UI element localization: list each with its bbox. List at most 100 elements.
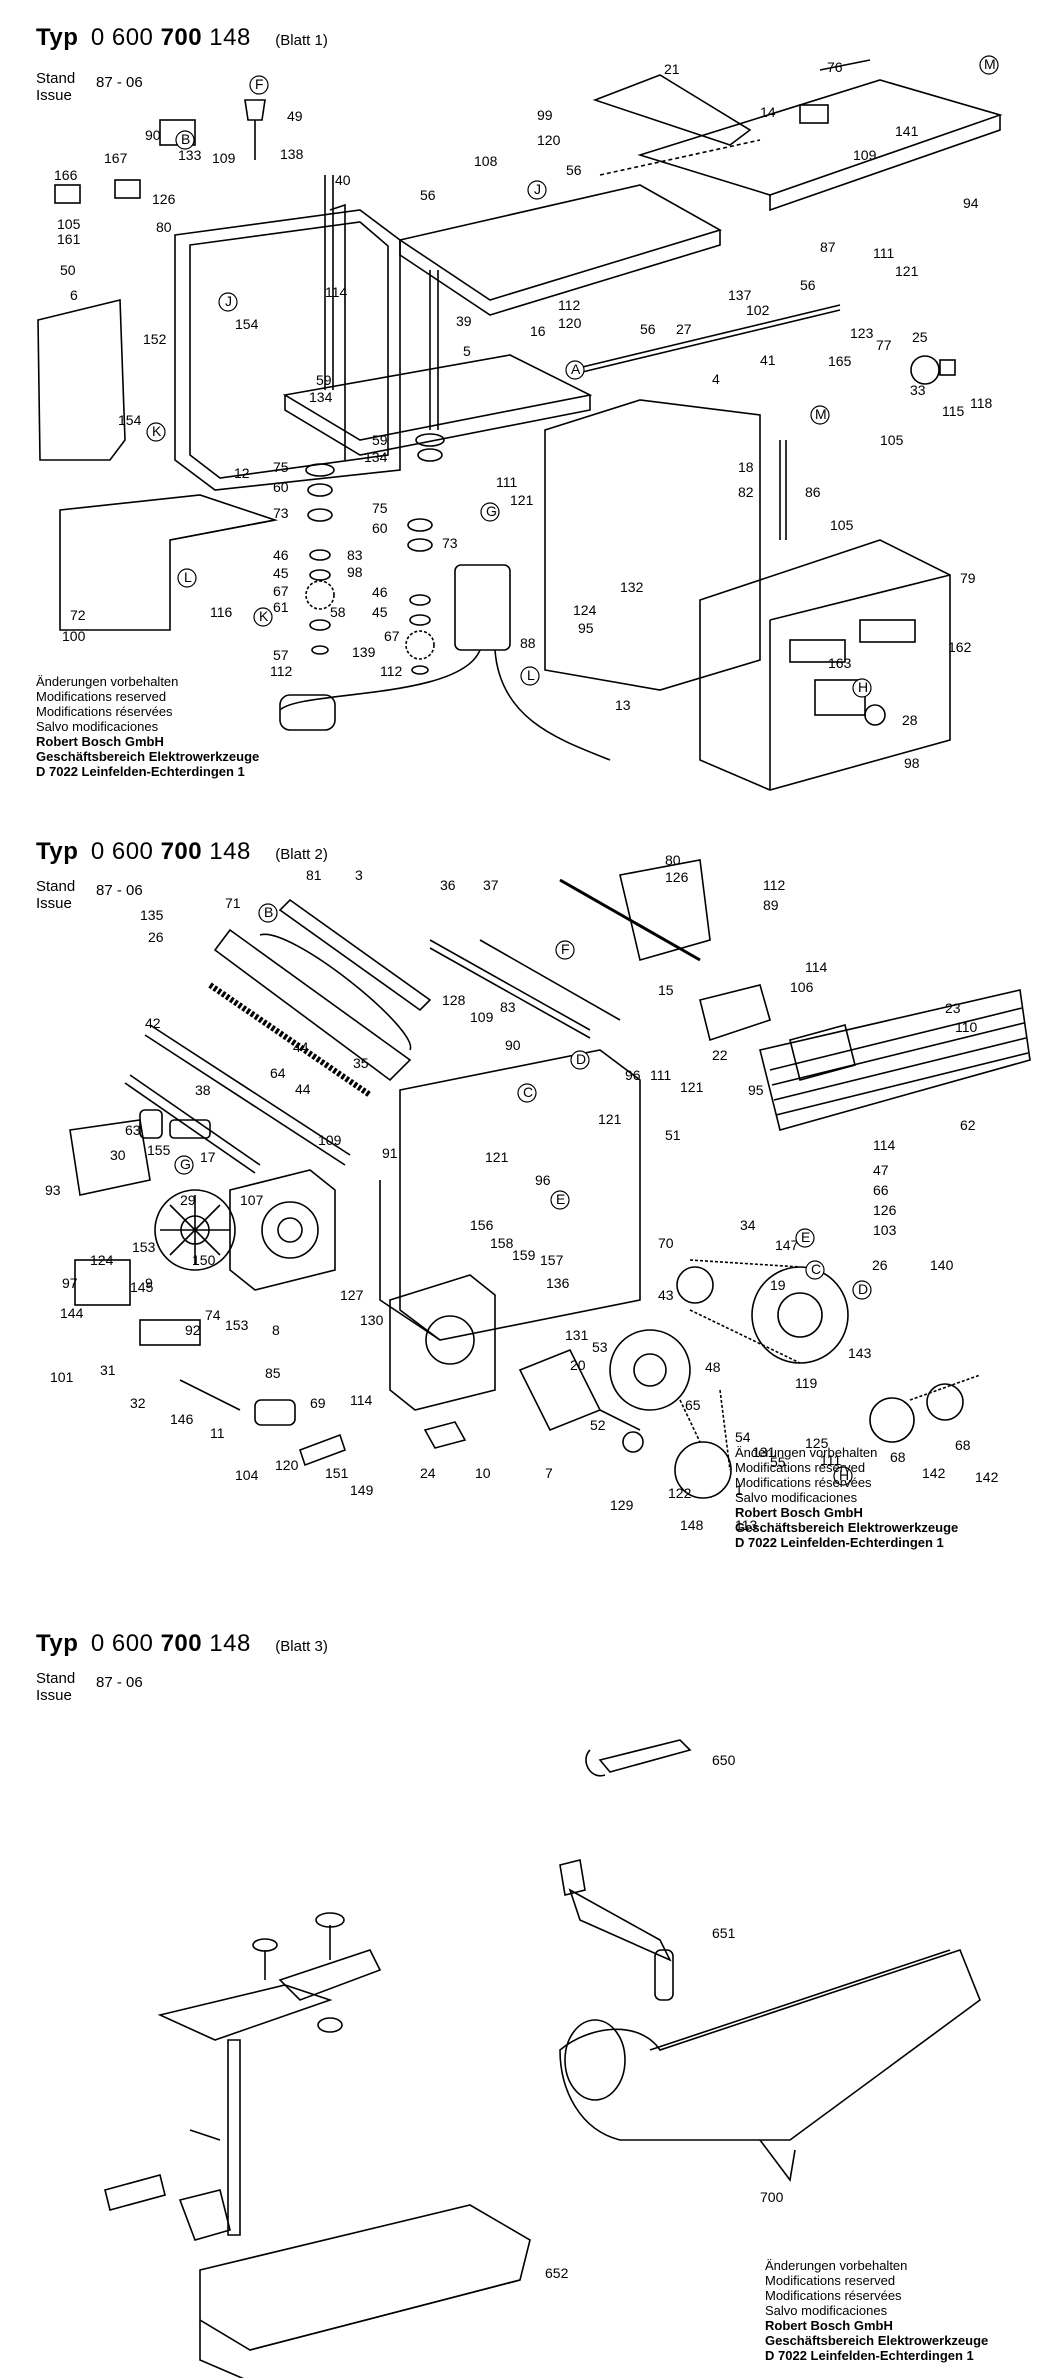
part-label: 147 xyxy=(775,1237,799,1253)
part-label: 87 xyxy=(820,239,836,255)
reference-markers-sheet-2 xyxy=(174,903,872,1486)
typ-label: Typ xyxy=(36,1630,79,1657)
part-label: 111 xyxy=(820,1452,841,1468)
part-label: 48 xyxy=(705,1359,721,1375)
part-label: 53 xyxy=(592,1339,608,1355)
svg-text:E: E xyxy=(801,1229,810,1245)
svg-text:K: K xyxy=(152,423,162,439)
note-line-3: Modifications réservées xyxy=(36,704,173,719)
part-label: 82 xyxy=(738,484,754,500)
part-label: 109 xyxy=(318,1132,342,1148)
blatt-label: (Blatt 3) xyxy=(275,1638,328,1655)
part-label: 127 xyxy=(340,1287,364,1303)
typ-number-prefix: 0 600 xyxy=(90,838,154,865)
notes-sheet-1: Änderungen vorbehalten Modifications res… xyxy=(36,674,259,779)
part-label: 28 xyxy=(902,712,918,728)
part-label: 652 xyxy=(545,2265,569,2281)
part-label: 126 xyxy=(873,1202,897,1218)
svg-text:L: L xyxy=(527,667,535,683)
svg-text:J: J xyxy=(225,293,232,309)
deflector xyxy=(199,2204,531,2351)
part-label: 121 xyxy=(485,1149,509,1165)
part-label: 7 xyxy=(545,1465,553,1481)
part-label: 106 xyxy=(790,979,814,995)
note-line-1: Änderungen vorbehalten xyxy=(36,674,179,689)
part-label: 59 xyxy=(372,432,388,448)
stand-issue: Stand Issue 87 - 06 xyxy=(36,70,143,104)
part-label: 651 xyxy=(712,1925,736,1941)
part-label: 97 xyxy=(62,1275,78,1291)
part-label: 140 xyxy=(930,1257,954,1273)
part-label: 36 xyxy=(440,877,456,893)
part-label: 114 xyxy=(325,284,348,300)
part-label: 112 xyxy=(380,663,403,679)
part-label: 11 xyxy=(210,1425,225,1441)
part-label: 124 xyxy=(573,602,597,618)
part-label: 73 xyxy=(273,505,289,521)
part-label: 90 xyxy=(505,1037,521,1053)
part-label: 68 xyxy=(890,1449,906,1465)
part-label: 37 xyxy=(483,877,499,893)
svg-text:D: D xyxy=(858,1281,868,1297)
part-label: 102 xyxy=(746,302,770,318)
part-label: 4 xyxy=(712,371,720,387)
part-label: 80 xyxy=(665,852,681,868)
part-label: 135 xyxy=(140,907,164,923)
part-label: 46 xyxy=(372,584,388,600)
stator xyxy=(389,1274,496,1411)
dust-hood xyxy=(559,1949,981,2141)
blatt-label: (Blatt 2) xyxy=(275,846,328,863)
gearbox-frame xyxy=(399,1049,641,1341)
part-label: 50 xyxy=(60,262,76,278)
part-label: 95 xyxy=(578,620,594,636)
part-label: 62 xyxy=(960,1117,976,1133)
typ-number-suffix: 148 xyxy=(209,24,251,51)
part-label: 166 xyxy=(54,167,78,183)
part-label: 116 xyxy=(210,604,233,620)
part-label: 146 xyxy=(170,1411,194,1427)
notes-sheet-3: Änderungen vorbehalten Modifications res… xyxy=(765,2258,988,2363)
typ-number-prefix: 0 600 xyxy=(90,24,154,51)
part-label: 149 xyxy=(350,1482,374,1498)
part-label: 24 xyxy=(420,1465,436,1481)
part-label: 20 xyxy=(570,1357,586,1373)
svg-text:J: J xyxy=(534,181,541,197)
sheet-1: Typ 0 600 700 148 (Blatt 1) Stand Issue … xyxy=(0,0,1050,820)
part-label: 700 xyxy=(760,2189,784,2205)
part-label: 47 xyxy=(873,1162,889,1178)
part-label: 60 xyxy=(273,479,289,495)
part-label: 152 xyxy=(143,331,167,347)
typ-number-suffix: 148 xyxy=(209,838,251,865)
crank-handle xyxy=(568,1888,672,1962)
part-label: 156 xyxy=(470,1217,494,1233)
division-name: Geschäftsbereich Elektrowerkzeuge xyxy=(735,1520,959,1535)
note-line-4: Salvo modificaciones xyxy=(735,1490,858,1505)
part-label: 101 xyxy=(50,1369,74,1385)
part-label: 68 xyxy=(955,1437,971,1453)
company-name: Robert Bosch GmbH xyxy=(765,2318,893,2333)
part-label: 86 xyxy=(805,484,821,500)
part-label: 134 xyxy=(364,449,388,465)
svg-text:A: A xyxy=(571,361,581,377)
version-label: 87 - 06 xyxy=(96,74,143,91)
part-label: 154 xyxy=(235,316,259,332)
svg-text:H: H xyxy=(839,1467,849,1483)
part-label: 60 xyxy=(372,520,388,536)
part-label: 153 xyxy=(132,1239,156,1255)
part-label: 93 xyxy=(45,1182,61,1198)
part-label: 29 xyxy=(180,1192,196,1208)
part-label: 155 xyxy=(147,1142,171,1158)
typ-number-bold: 700 xyxy=(160,838,203,865)
part-label: 6 xyxy=(70,287,78,303)
part-label: 151 xyxy=(325,1465,349,1481)
part-label: 88 xyxy=(520,635,536,651)
part-label: 5 xyxy=(463,343,471,359)
part-label: 56 xyxy=(420,187,436,203)
holder-bracket xyxy=(157,1984,333,2041)
sheet-3-header: Typ 0 600 700 148 (Blatt 3) xyxy=(36,1630,328,1658)
part-label: 132 xyxy=(620,579,644,595)
issue-label: Issue xyxy=(36,87,72,104)
part-labels-sheet-3: 650 651 700 652 xyxy=(545,1752,784,2281)
part-label: 113 xyxy=(735,1517,758,1533)
typ-number-bold: 700 xyxy=(160,1630,203,1657)
